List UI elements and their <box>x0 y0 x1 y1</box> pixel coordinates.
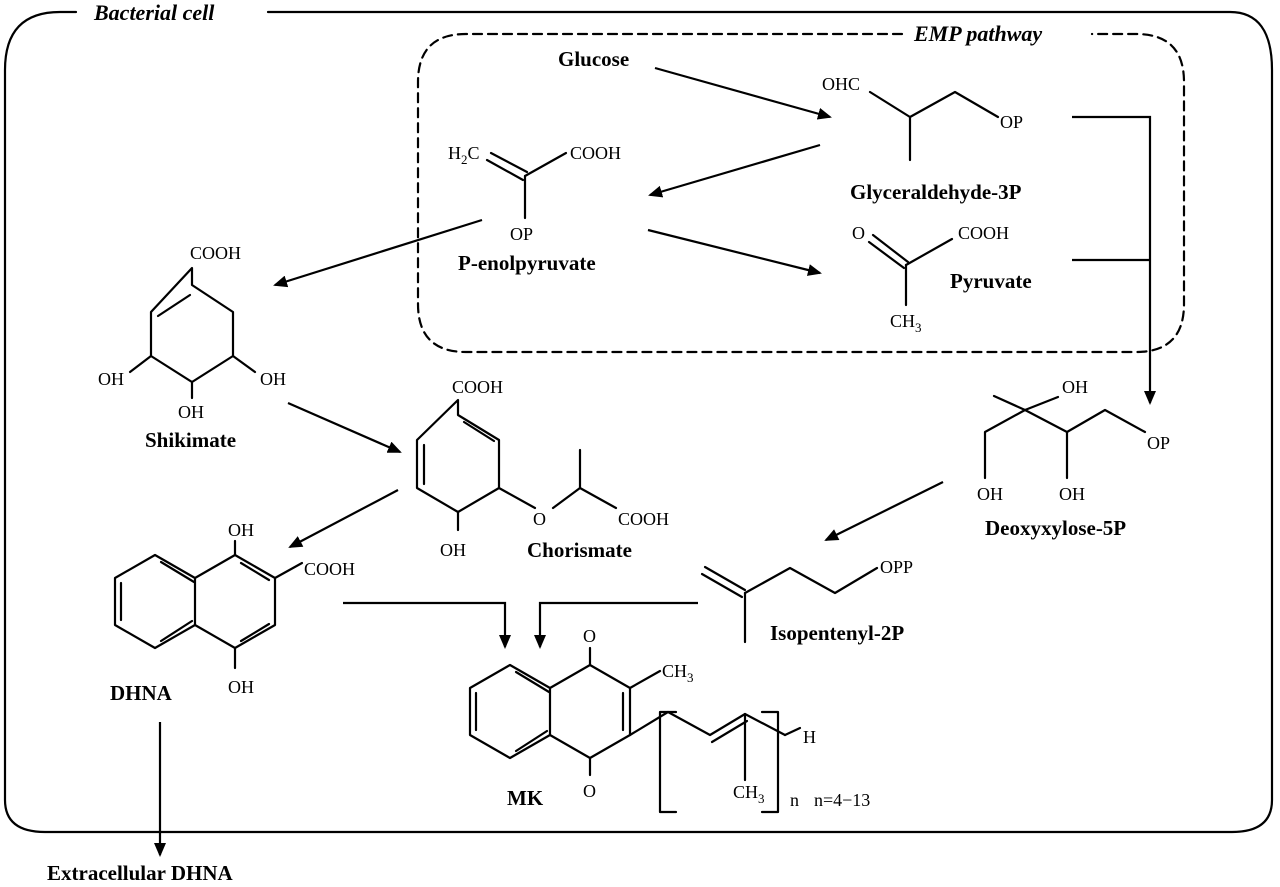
svg-text:COOH: COOH <box>452 377 503 397</box>
p-enolpyruvate-structure: H2C COOH OP <box>448 143 621 244</box>
svg-text:COOH: COOH <box>304 559 355 579</box>
svg-text:O: O <box>583 781 596 801</box>
arrow-g3p-to-pep <box>648 143 821 198</box>
arrow-glucose-to-g3p <box>654 66 832 120</box>
svg-text:OH: OH <box>260 369 286 389</box>
arrow-pep-to-shikimate <box>273 218 483 288</box>
p-enolpyruvate-label: P-enolpyruvate <box>458 251 596 275</box>
svg-text:OH: OH <box>1062 377 1088 397</box>
bacterial-cell-boundary <box>3 10 1274 834</box>
arrow-dxp-to-ipp <box>824 481 944 541</box>
svg-text:OH: OH <box>178 402 204 422</box>
svg-text:H: H <box>803 727 816 747</box>
svg-text:OH: OH <box>228 520 254 540</box>
emp-pathway-boundary <box>416 32 1186 354</box>
svg-text:OH: OH <box>98 369 124 389</box>
bacterial-cell-title: Bacterial cell <box>93 0 215 25</box>
svg-text:CH3: CH3 <box>890 311 922 335</box>
shikimate-label: Shikimate <box>145 428 236 452</box>
arrow-g3p-pyruvate-merge <box>1072 115 1156 405</box>
deoxyxylose-5p-label: Deoxyxylose-5P <box>985 516 1126 540</box>
pathway-arrows <box>154 66 1156 857</box>
shikimate-structure: COOH OH OH OH <box>98 243 286 422</box>
svg-text:CH3: CH3 <box>733 782 765 806</box>
svg-text:n=4−13: n=4−13 <box>814 790 870 810</box>
svg-text:OP: OP <box>1000 112 1023 132</box>
svg-text:OP: OP <box>510 224 533 244</box>
chorismate-label: Chorismate <box>527 538 632 562</box>
pyruvate-label: Pyruvate <box>950 269 1032 293</box>
svg-text:O: O <box>852 223 865 243</box>
svg-text:OH: OH <box>440 540 466 560</box>
dhna-structure: OH COOH OH <box>113 520 355 697</box>
arrow-pep-to-pyruvate <box>647 228 822 276</box>
svg-text:COOH: COOH <box>958 223 1009 243</box>
isopentenyl-2p-structure: OPP <box>700 557 913 644</box>
svg-text:COOH: COOH <box>618 509 669 529</box>
arrow-dhna-to-mk <box>343 601 511 649</box>
svg-text:OH: OH <box>977 484 1003 504</box>
svg-text:OHC: OHC <box>822 74 860 94</box>
arrow-shikimate-to-chorismate <box>287 401 402 454</box>
deoxyxylose-5p-structure: OH OP OH OH <box>977 377 1170 504</box>
svg-text:OH: OH <box>228 677 254 697</box>
glyceraldehyde-3p-label: Glyceraldehyde-3P <box>850 180 1022 204</box>
svg-text:OH: OH <box>1059 484 1085 504</box>
mk-structure: O CH3 O H CH3 n n=4−13 <box>468 626 870 814</box>
chorismate-structure: COOH O COOH OH <box>415 377 669 560</box>
arrow-chorismate-to-dhna <box>288 489 399 548</box>
mk-label: MK <box>507 786 544 810</box>
emp-pathway-title: EMP pathway <box>913 21 1042 46</box>
svg-text:CH3: CH3 <box>662 661 694 685</box>
svg-text:OP: OP <box>1147 433 1170 453</box>
svg-text:H2C: H2C <box>448 143 480 167</box>
dhna-label: DHNA <box>110 681 173 705</box>
isopentenyl-2p-label: Isopentenyl-2P <box>770 621 904 645</box>
svg-text:O: O <box>583 626 596 646</box>
svg-text:O: O <box>533 509 546 529</box>
glyceraldehyde-3p-structure: OHC OP <box>822 74 1023 162</box>
svg-text:COOH: COOH <box>570 143 621 163</box>
extracellular-dhna-label: Extracellular DHNA <box>47 861 234 885</box>
arrow-ipp-to-mk <box>534 601 698 649</box>
svg-text:n: n <box>790 790 799 810</box>
glucose-label: Glucose <box>558 47 629 71</box>
svg-text:OPP: OPP <box>880 557 913 577</box>
pyruvate-structure: O COOH CH3 <box>852 223 1009 335</box>
svg-text:COOH: COOH <box>190 243 241 263</box>
